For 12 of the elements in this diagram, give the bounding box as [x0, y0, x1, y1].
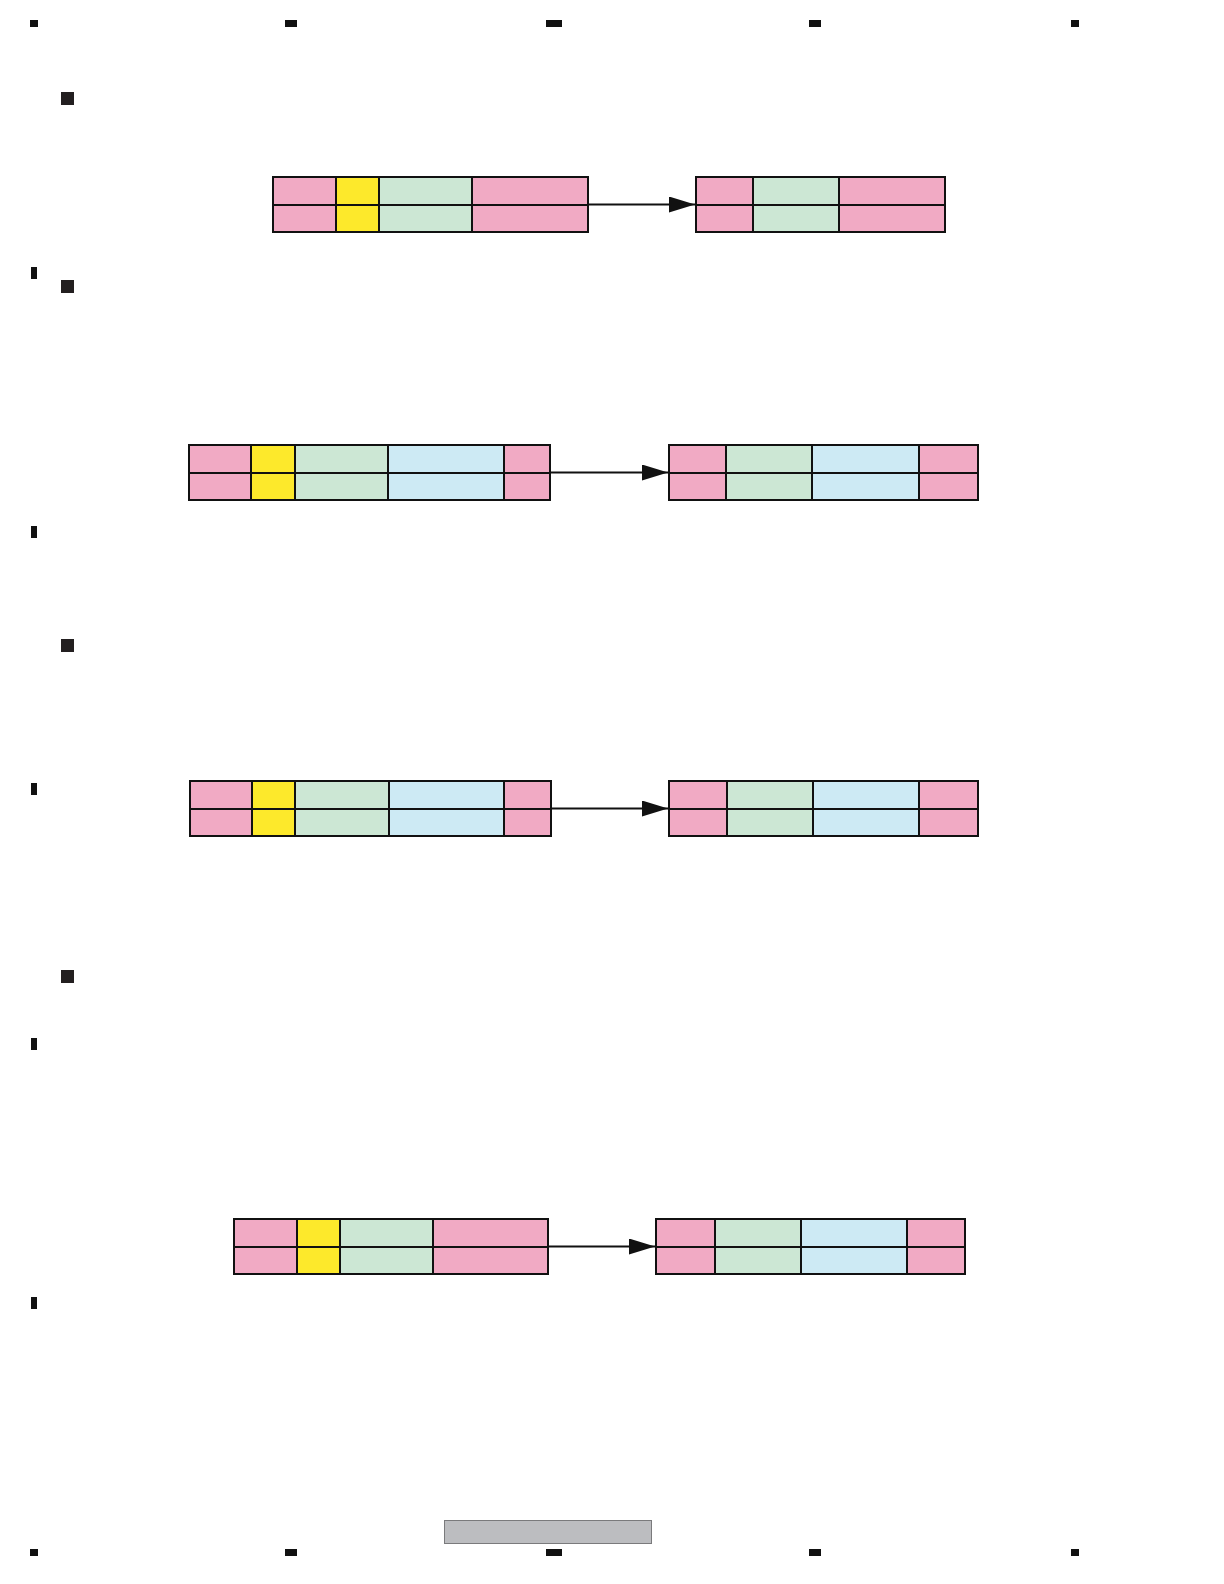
segmented-strip: [668, 780, 979, 837]
segmented-strip: [233, 1218, 549, 1275]
segmented-strip: [668, 444, 979, 501]
arrow: [550, 464, 669, 481]
segmented-strip: [695, 176, 946, 233]
segmented-strip: [188, 444, 551, 501]
segmented-strip: [272, 176, 589, 233]
arrow: [551, 800, 669, 817]
arrow: [548, 1238, 656, 1255]
segmented-strip: [655, 1218, 966, 1275]
segmented-strip: [189, 780, 552, 837]
arrow: [588, 196, 696, 213]
